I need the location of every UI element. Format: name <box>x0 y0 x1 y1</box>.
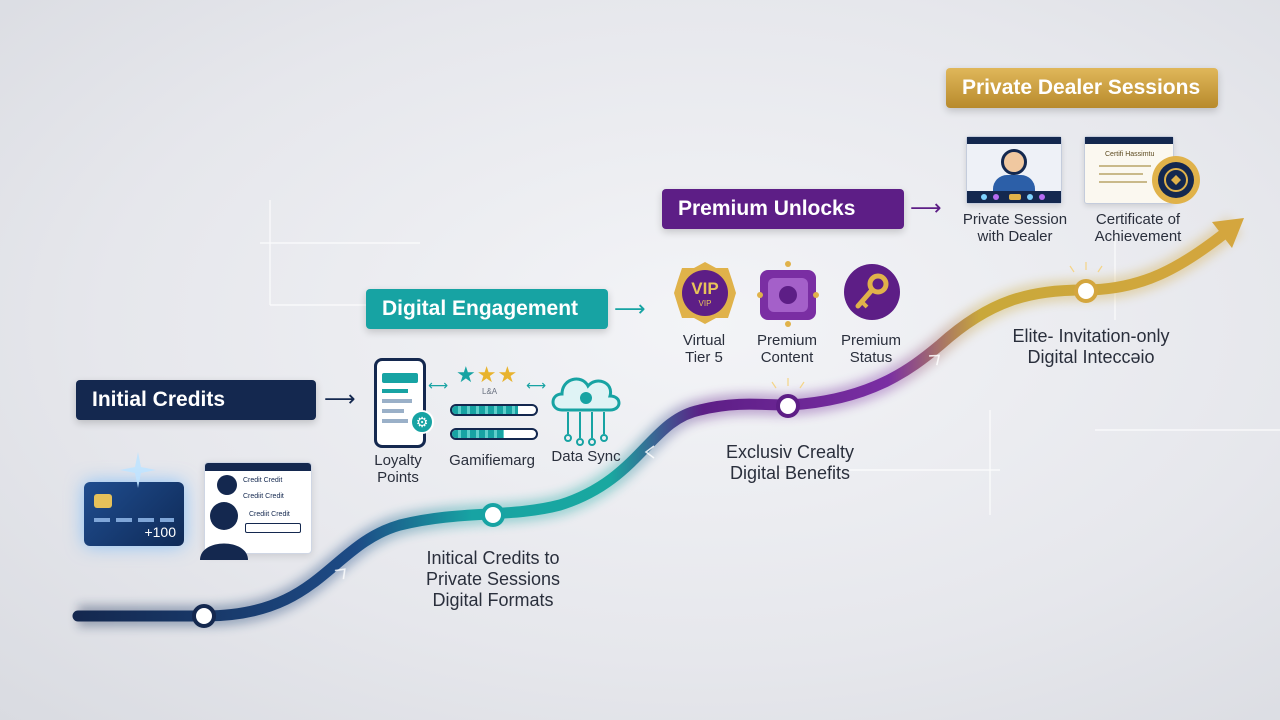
video-call-window <box>966 136 1062 204</box>
path-milestones <box>192 279 1098 628</box>
window-titlebar <box>1085 137 1173 144</box>
window-titlebar <box>205 463 311 471</box>
stage-initial-credits: Initial Credits <box>76 380 316 420</box>
sparkles <box>771 262 1103 389</box>
vip-badge-subtext: VIP <box>698 299 712 308</box>
milestone-2 <box>481 503 505 527</box>
premium-content-icon <box>757 261 819 327</box>
progress-bar-2 <box>450 428 538 440</box>
mini-avatar-icon <box>217 475 237 495</box>
user-avatar-icon <box>200 502 248 560</box>
stage-private-dealer-sessions: Private Dealer Sessions <box>946 68 1218 108</box>
milestone-4 <box>1074 279 1098 303</box>
dealer-avatar-icon <box>1001 149 1027 175</box>
certificate-heading: Certifi Hassimtu <box>1105 151 1155 158</box>
dealer-body <box>993 175 1035 191</box>
card-amount: +100 <box>144 524 176 540</box>
arrow-right-icon: ⟶ <box>614 296 646 321</box>
stage-premium-unlocks: Premium Unlocks <box>662 189 904 229</box>
digital-item-data-sync: Data Sync <box>551 448 621 465</box>
stars-icon: ★★★ <box>456 362 519 387</box>
milestone-3 <box>776 394 800 418</box>
cloud-sync-icon <box>551 377 621 446</box>
digital-item-gamification: Gamifiemarg <box>449 452 535 469</box>
arrow-right-icon: ⟶ <box>910 195 942 220</box>
path-chevrons <box>334 354 941 580</box>
card-chip-icon <box>94 494 112 508</box>
window-titlebar <box>967 137 1061 144</box>
call-controls <box>967 191 1061 203</box>
milestone-1 <box>192 604 216 628</box>
stars-caption: L&A <box>482 387 498 396</box>
profile-field <box>245 523 301 533</box>
medal-icon <box>1152 156 1200 204</box>
profile-line-2: Crediit Credit <box>243 493 284 500</box>
vip-badge-text: VIP <box>691 279 719 298</box>
gear-badge-icon: ⚙ <box>410 410 434 434</box>
path-end-arrow-icon <box>1212 218 1244 248</box>
double-arrow-icon: ⟷ <box>526 377 547 393</box>
profile-line-1: Credit Credit <box>243 477 283 484</box>
sparkle-icon <box>120 452 156 488</box>
card-number-stripes <box>94 518 174 522</box>
vip-badge-icon <box>674 262 736 324</box>
path-line <box>72 219 1241 622</box>
profile-line-3: Crediit Credit <box>249 511 290 518</box>
arrow-right-icon: ⟶ <box>324 386 356 411</box>
smartphone-icon <box>374 358 426 448</box>
stage-digital-engagement: Digital Engagement <box>366 289 608 329</box>
double-arrow-icon: ⟷ <box>428 377 449 393</box>
key-icon <box>844 264 900 320</box>
progress-bar-1 <box>450 404 538 416</box>
credit-card-icon: +100 <box>84 482 184 546</box>
